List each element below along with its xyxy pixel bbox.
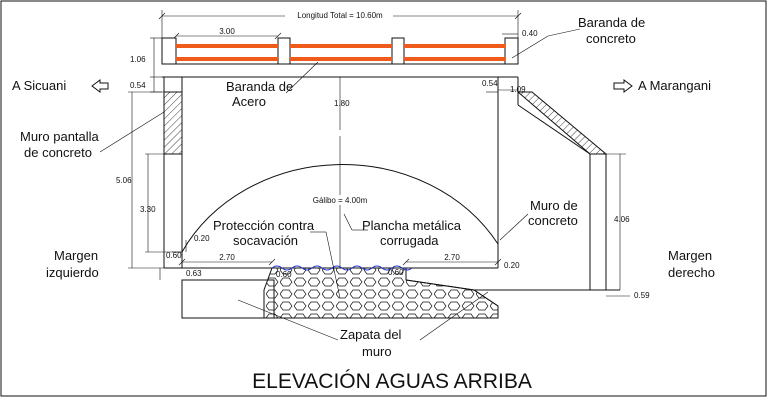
railing-post-right bbox=[504, 37, 519, 65]
svg-text:concreto: concreto bbox=[528, 213, 578, 228]
svg-text:1.06: 1.06 bbox=[130, 55, 146, 64]
riprap-fill bbox=[263, 267, 499, 319]
water-surface bbox=[271, 265, 413, 271]
label-baranda-acero: Baranda de Acero bbox=[226, 61, 319, 109]
svg-text:4.06: 4.06 bbox=[614, 215, 630, 224]
total-length-label: Longitud Total = 10.60m bbox=[297, 11, 383, 20]
svg-text:0.40: 0.40 bbox=[522, 29, 538, 38]
label-margen-derecho: Margen derecho bbox=[668, 248, 715, 280]
svg-text:0.60: 0.60 bbox=[166, 251, 182, 260]
svg-text:2.70: 2.70 bbox=[444, 253, 460, 262]
svg-text:Gálibo = 4.00m: Gálibo = 4.00m bbox=[313, 196, 368, 205]
steel-rails bbox=[176, 44, 505, 61]
svg-text:concreto: concreto bbox=[586, 31, 636, 46]
svg-text:0.59: 0.59 bbox=[634, 291, 650, 300]
right-direction: A Marangani bbox=[613, 78, 711, 93]
svg-text:socavación: socavación bbox=[233, 233, 298, 248]
right-abutment bbox=[405, 77, 620, 318]
label-muro-concreto: Muro de concreto bbox=[499, 198, 578, 241]
svg-text:corrugada: corrugada bbox=[380, 233, 439, 248]
label-zapata: Zapata del muro bbox=[237, 291, 489, 359]
left-screen-wall bbox=[163, 91, 183, 155]
svg-text:3.00: 3.00 bbox=[219, 27, 235, 36]
scour-protection: 0.60 0.60 bbox=[263, 267, 499, 319]
left-footing bbox=[181, 279, 275, 319]
right-wing-wall bbox=[516, 91, 608, 155]
svg-text:Margen: Margen bbox=[54, 248, 98, 263]
svg-text:Baranda de: Baranda de bbox=[226, 79, 293, 94]
left-height-dimensions: 5.06 3.30 0.20 0.60 0.63 bbox=[116, 91, 210, 280]
svg-text:de concreto: de concreto bbox=[24, 145, 92, 160]
svg-text:0.54: 0.54 bbox=[130, 81, 146, 90]
total-length-dimension: Longitud Total = 10.60m bbox=[158, 10, 522, 38]
svg-text:Protección contra: Protección contra bbox=[213, 218, 315, 233]
railing-post-mid1 bbox=[277, 37, 291, 65]
direction-right-label: A Marangani bbox=[638, 78, 711, 93]
svg-text:0.54: 0.54 bbox=[482, 79, 498, 88]
railing bbox=[161, 37, 519, 78]
label-muro-pantalla: Muro pantalla de concreto bbox=[20, 111, 165, 160]
label-margen-izquierdo: Margen izquierdo bbox=[46, 248, 99, 280]
svg-text:Acero: Acero bbox=[232, 94, 266, 109]
svg-text:Zapata del: Zapata del bbox=[340, 327, 402, 342]
svg-text:5.06: 5.06 bbox=[116, 176, 132, 185]
direction-left-label: A Sicuani bbox=[12, 78, 66, 93]
svg-text:0.20: 0.20 bbox=[504, 261, 520, 270]
svg-text:2.70: 2.70 bbox=[219, 253, 235, 262]
svg-text:0.60: 0.60 bbox=[388, 268, 404, 277]
svg-text:derecho: derecho bbox=[668, 265, 715, 280]
drawing-frame bbox=[0, 0, 767, 397]
svg-text:3.30: 3.30 bbox=[140, 205, 156, 214]
svg-text:Plancha metálica: Plancha metálica bbox=[362, 218, 462, 233]
svg-text:muro: muro bbox=[362, 344, 392, 359]
left-railing-dimensions: 1.06 0.54 bbox=[130, 37, 162, 93]
label-baranda-concreto: Baranda de concreto bbox=[511, 15, 645, 59]
arrow-right-icon bbox=[613, 79, 633, 93]
railing-post-left bbox=[161, 37, 177, 65]
arch-plate bbox=[181, 164, 499, 253]
svg-text:Baranda de: Baranda de bbox=[578, 15, 645, 30]
railing-width-dimension: 3.00 0.40 bbox=[172, 27, 538, 40]
svg-text:1.80: 1.80 bbox=[334, 99, 350, 108]
svg-text:Margen: Margen bbox=[668, 248, 712, 263]
svg-text:Muro de: Muro de bbox=[530, 198, 578, 213]
drawing-title: ELEVACIÓN AGUAS ARRIBA bbox=[252, 370, 532, 393]
svg-text:0.63: 0.63 bbox=[186, 269, 202, 278]
right-span-dimension: 2.70 bbox=[402, 253, 502, 266]
label-proteccion: Protección contra socavación bbox=[213, 218, 341, 299]
left-direction: A Sicuani bbox=[12, 78, 109, 93]
svg-text:Muro pantalla: Muro pantalla bbox=[20, 129, 100, 144]
svg-text:izquierdo: izquierdo bbox=[46, 265, 99, 280]
railing-post-mid2 bbox=[391, 37, 405, 65]
right-dimensions: 0.54 1.09 4.06 0.20 0.59 bbox=[482, 79, 650, 300]
left-abutment bbox=[163, 77, 275, 319]
svg-text:0.60: 0.60 bbox=[276, 270, 292, 279]
svg-text:1.09: 1.09 bbox=[510, 85, 526, 94]
left-span-dimension: 2.70 bbox=[178, 253, 276, 266]
vertical-clearance: 1.80 Gálibo = 4.00m bbox=[308, 77, 372, 268]
svg-text:0.20: 0.20 bbox=[194, 234, 210, 243]
label-plancha: Plancha metálica corrugada bbox=[343, 213, 462, 248]
arrow-left-icon bbox=[91, 79, 109, 93]
